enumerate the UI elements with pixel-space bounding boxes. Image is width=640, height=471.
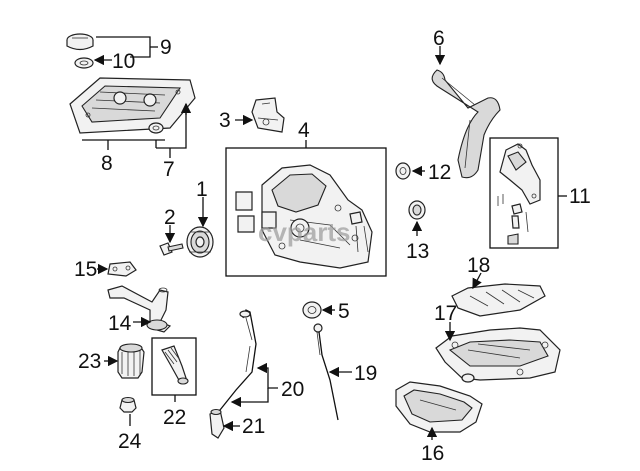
chain-tensioner-part	[497, 143, 541, 245]
crankshaft-pulley-part	[186, 226, 214, 258]
front-oil-seal-part	[408, 200, 426, 220]
chain-tensioner-box	[489, 137, 559, 249]
callout-12: 12	[428, 161, 451, 184]
drain-plug-part	[119, 396, 137, 413]
callout-10: 10	[112, 50, 135, 73]
oil-filter-cap-part	[117, 343, 145, 379]
oil-baffle-plate-part	[451, 283, 546, 317]
filler-cap-gasket-part	[74, 57, 94, 69]
oil-strainer-part	[107, 285, 172, 333]
callout-8: 8	[101, 152, 113, 175]
callout-17: 17	[434, 302, 457, 325]
callout-20: 20	[281, 378, 304, 401]
callout-20-leader	[230, 362, 278, 408]
callout-7-leader	[155, 102, 192, 158]
valve-cover-part	[69, 77, 196, 134]
pulley-bolt-part	[159, 242, 184, 256]
callout-18: 18	[467, 254, 490, 277]
callout-18-leader	[472, 272, 482, 290]
timing-chain-part	[431, 69, 501, 179]
bracket-part	[251, 97, 285, 133]
callout-9: 9	[160, 36, 172, 59]
lower-oil-pan-part	[395, 381, 483, 433]
callout-19: 19	[354, 362, 377, 385]
callout-11: 11	[569, 185, 591, 208]
callout-22: 22	[163, 406, 186, 429]
callout-14: 14	[108, 312, 132, 335]
callout-9-leader	[96, 36, 158, 58]
callout-13: 13	[406, 240, 429, 263]
callout-16: 16	[421, 442, 444, 465]
oil-filter-element-part	[161, 345, 189, 385]
oil-dipstick-part	[313, 323, 339, 421]
callout-7: 7	[163, 158, 175, 181]
oil-seal-part	[302, 301, 322, 319]
callout-4: 4	[298, 119, 310, 142]
callout-21: 21	[242, 415, 265, 438]
watermark-text: cvparts	[258, 217, 351, 247]
valve-cover-grommet-part	[148, 122, 164, 134]
dipstick-tube-part	[219, 309, 257, 411]
callout-5: 5	[338, 300, 350, 323]
timing-cover-part	[235, 164, 373, 269]
callout-15: 15	[74, 258, 97, 281]
oil-filler-cap-part	[66, 33, 94, 51]
oil-filter-element-box	[151, 337, 197, 396]
callout-1: 1	[196, 178, 208, 201]
dipstick-tube-end-part	[209, 408, 225, 439]
callout-2: 2	[164, 206, 176, 229]
callout-3: 3	[219, 109, 231, 132]
callout-24: 24	[118, 430, 142, 453]
gasket-part	[107, 261, 137, 277]
seal-washer-part	[395, 162, 411, 180]
upper-oil-pan-part	[435, 327, 561, 383]
callout-23: 23	[78, 350, 101, 373]
callout-6: 6	[433, 27, 445, 50]
